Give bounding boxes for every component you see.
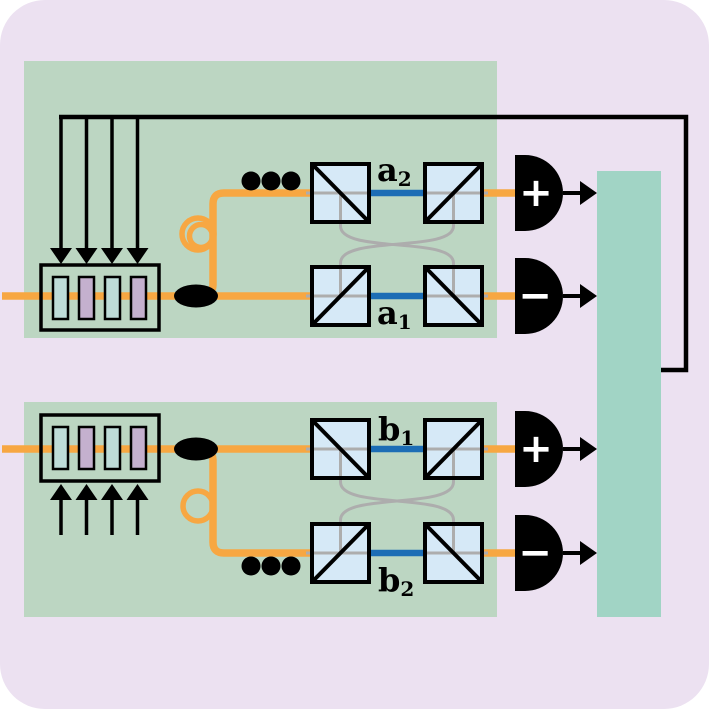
beam-splitter-diagonal: [310, 522, 371, 584]
up-arrowhead-icon: [50, 484, 72, 500]
detector-plus-top: +: [515, 155, 597, 231]
bottom-modulator-box: [39, 413, 161, 483]
top-control-arrows: [50, 117, 149, 264]
beam-splitter-diagonal: [310, 162, 371, 224]
beam-splitter: [310, 418, 371, 480]
bottom-control-arrows: [50, 484, 149, 535]
beam-splitter-diagonal: [423, 522, 484, 584]
modulator-bar: [103, 275, 122, 321]
modulator-bar: [77, 275, 96, 321]
beam-splitter: [423, 265, 484, 327]
down-arrowhead-icon: [75, 248, 98, 264]
beam-splitter: [423, 418, 484, 480]
bottom-interferometer-panel: [24, 402, 497, 617]
bottom-fiber-coil: [180, 488, 216, 524]
swap-curve: [339, 225, 455, 264]
beam-splitter-diagonal: [423, 162, 484, 224]
bottom-ellipsis-dots: [241, 556, 301, 576]
detector-body: [515, 258, 563, 334]
detector-minus-bottom: −: [515, 515, 597, 591]
minus-sign: −: [518, 273, 552, 319]
label-a2: a2: [377, 151, 412, 191]
up-arrowhead-icon: [126, 484, 149, 500]
modulator-bar: [51, 425, 70, 471]
modulator-bar: [103, 425, 122, 471]
beam-splitter: [310, 265, 371, 327]
modulator-bar: [129, 425, 148, 471]
up-arrowhead-icon: [101, 484, 123, 500]
detector-body: [515, 411, 563, 487]
beam-splitter: [310, 162, 371, 224]
down-arrowhead-icon: [126, 248, 149, 264]
feedback-line: [59, 114, 689, 373]
modulator-bar: [129, 275, 148, 321]
label-b1: b1: [378, 410, 414, 450]
swap-curve: [339, 481, 455, 521]
beam-splitter: [423, 522, 484, 584]
right-arrowhead-icon: [580, 284, 597, 308]
label-b2: b2: [378, 561, 414, 601]
modulator-bar: [51, 275, 70, 321]
right-arrowhead-icon: [580, 541, 597, 565]
detector-plus-bottom: +: [515, 411, 597, 487]
bottom-coupler-ellipse: [174, 437, 218, 461]
processor-unit: [597, 171, 661, 617]
bottom-modulator-array: [39, 413, 161, 483]
plus-sign: +: [519, 426, 553, 472]
beam-splitter: [310, 522, 371, 584]
down-arrowhead-icon: [101, 248, 123, 264]
mode-segments: [369, 189, 425, 557]
minus-sign: −: [518, 530, 552, 576]
right-arrowhead-icon: [580, 437, 597, 461]
down-arrowhead-icon: [50, 248, 72, 264]
beam-splitter-diagonal: [423, 418, 484, 480]
right-arrowhead-icon: [580, 181, 597, 205]
detector-body: [515, 515, 563, 591]
top-fiber-coil-inner: [186, 221, 216, 251]
modulator-bar: [77, 425, 96, 471]
detector-minus-top: −: [515, 258, 597, 334]
beam-splitter-diagonal: [423, 265, 484, 327]
top-modulator-array: [39, 263, 161, 332]
top-interferometer-panel: [24, 61, 497, 338]
top-coupler-ellipse: [174, 284, 218, 308]
beam-splitter-diagonal: [310, 418, 371, 480]
up-arrowhead-icon: [75, 484, 98, 500]
top-ellipsis-dots: [241, 171, 301, 191]
beam-splitters: [310, 162, 484, 584]
beam-splitter-diagonal: [310, 265, 371, 327]
plus-sign: +: [519, 170, 553, 216]
detector-body: [515, 155, 563, 231]
beam-splitter: [423, 162, 484, 224]
label-a1: a1: [377, 294, 412, 334]
top-modulator-box: [39, 263, 161, 332]
